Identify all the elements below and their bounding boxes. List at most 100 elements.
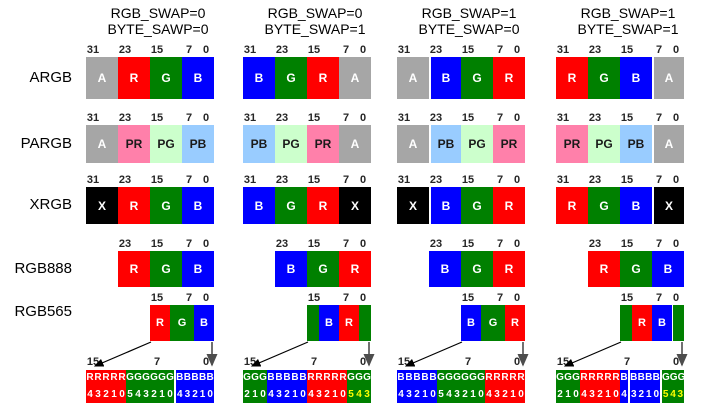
- rgb565-packed-segment: R: [150, 305, 170, 341]
- bit-label: 0: [513, 238, 521, 250]
- byte-cell: B: [243, 187, 275, 224]
- bit-label: 7: [185, 44, 193, 56]
- bit-label: 7: [496, 174, 504, 186]
- byte-cell: G: [275, 57, 307, 99]
- byte-cell: R: [307, 57, 339, 99]
- bit-label: 31: [556, 44, 570, 56]
- bit-label: 15: [461, 44, 475, 56]
- bit-label: 0: [202, 292, 210, 304]
- bit-label: 15: [461, 112, 475, 124]
- bit-label: 31: [243, 174, 257, 186]
- bit-label: 15: [307, 238, 321, 250]
- rgb565-packed-segment: R: [339, 305, 359, 341]
- bit-label: 23: [275, 174, 289, 186]
- byte-cell: B: [182, 251, 214, 287]
- byte-cell: G: [275, 187, 307, 224]
- byte-cell: G: [588, 57, 620, 99]
- bit-label: 23: [429, 238, 443, 250]
- byte-cell: B: [620, 57, 652, 99]
- rgb565-packed-segment: R: [632, 305, 652, 341]
- byte-cell: R: [493, 187, 525, 224]
- column-header: RGB_SWAP=0: [267, 5, 363, 21]
- rgb565-packed-segment: [672, 305, 684, 341]
- bit-label: 23: [275, 44, 289, 56]
- bit-label: 15: [307, 174, 321, 186]
- bit-label: 15: [397, 356, 411, 368]
- bit-label: 7: [185, 238, 193, 250]
- bit-label: 31: [397, 112, 411, 124]
- bit-label: 0: [513, 174, 521, 186]
- row-label: ARGB: [29, 69, 72, 86]
- byte-cell: PB: [429, 125, 461, 163]
- bit-label: 15: [620, 238, 634, 250]
- column-header: BYTE_SWAP=1: [264, 21, 366, 37]
- bit-label: 7: [185, 174, 193, 186]
- byte-cell: B: [275, 251, 307, 287]
- bit-label: 7: [464, 356, 472, 368]
- bit-label: 23: [588, 112, 602, 124]
- bit-label: 31: [86, 174, 100, 186]
- bit-label: 0: [672, 44, 680, 56]
- bit-label: 0: [359, 238, 367, 250]
- byte-cell: G: [588, 187, 620, 224]
- rgb565-packed-segment: R: [505, 305, 525, 341]
- bit-label: 31: [86, 112, 100, 124]
- byte-cell: X: [397, 187, 429, 224]
- bit-label: 15: [150, 44, 164, 56]
- byte-cell: G: [461, 251, 493, 287]
- column-header: BYTE_SWAP=1: [577, 21, 679, 37]
- bit-label: 7: [496, 292, 504, 304]
- bit-label: 15: [620, 292, 634, 304]
- bit-label: 7: [342, 292, 350, 304]
- byte-cell: A: [86, 125, 118, 163]
- bit-label: 23: [118, 174, 132, 186]
- byte-cell: R: [493, 57, 525, 99]
- byte-cell: PR: [118, 125, 150, 163]
- bit-label: 0: [672, 238, 680, 250]
- byte-cell: PR: [556, 125, 588, 163]
- rgb565-packed-segment: B: [652, 305, 672, 341]
- byte-cell: PG: [150, 125, 182, 163]
- byte-cell: PB: [620, 125, 652, 163]
- byte-cell: A: [339, 57, 371, 99]
- byte-cell: B: [429, 57, 461, 99]
- column-header: RGB_SWAP=1: [580, 5, 676, 21]
- byte-cell: PG: [461, 125, 493, 163]
- bit-label: 15: [620, 44, 634, 56]
- column-header: RGB_SWAP=0: [110, 5, 206, 21]
- byte-cell: G: [307, 251, 339, 287]
- byte-cell: R: [493, 251, 525, 287]
- bit-label: 0: [359, 44, 367, 56]
- rgb565-packed-segment: [620, 305, 632, 341]
- byte-cell: B: [620, 187, 652, 224]
- rgb565-packed-segment: B: [319, 305, 339, 341]
- bit-label: 0: [513, 356, 521, 368]
